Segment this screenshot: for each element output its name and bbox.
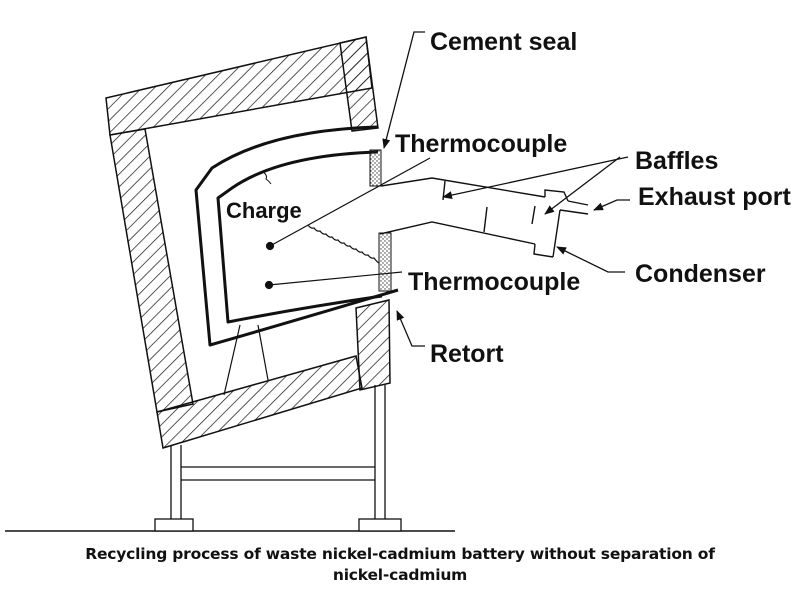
- caption-line-2: nickel-cadmium: [332, 566, 468, 584]
- furnace-walls: [105, 36, 391, 449]
- charge-surface: [307, 224, 380, 264]
- thermocouples: [264, 157, 431, 290]
- retort: [194, 125, 399, 347]
- cement-seal-bottom: [378, 232, 392, 292]
- cement-seal-top: [369, 149, 382, 187]
- exhaust-pipe: [379, 177, 589, 258]
- label-exhaust-port: Exhaust port: [638, 183, 791, 211]
- leader-lines: [382, 31, 630, 347]
- label-charge: Charge: [226, 198, 302, 223]
- charge-crack: [261, 170, 272, 185]
- caption-line-1: Recycling process of waste nickel-cadmiu…: [85, 545, 715, 563]
- figure-caption: Recycling process of waste nickel-cadmiu…: [0, 544, 800, 586]
- label-retort: Retort: [430, 340, 504, 368]
- label-condenser: Condenser: [635, 260, 766, 288]
- label-cement-seal: Cement seal: [430, 28, 577, 56]
- label-baffles: Baffles: [635, 147, 718, 175]
- label-thermocouple-top: Thermocouple: [395, 130, 567, 158]
- label-thermocouple-bottom: Thermocouple: [408, 268, 580, 296]
- furnace-stand: [154, 385, 402, 532]
